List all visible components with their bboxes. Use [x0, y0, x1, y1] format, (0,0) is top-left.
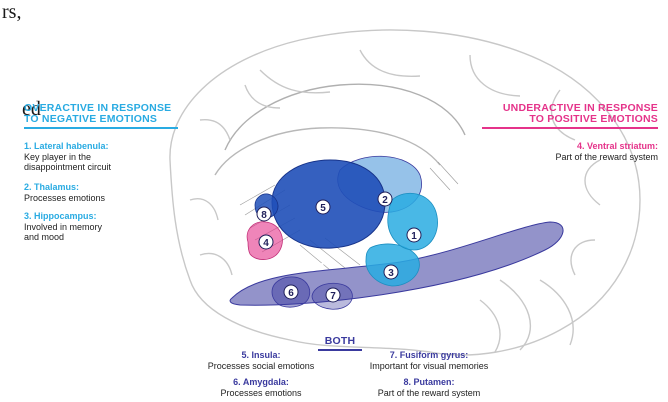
badge-4: 4	[259, 235, 273, 249]
region-label-insula: 5. Insula: Processes social emotions	[186, 350, 336, 371]
region-label-ventral-striatum: 4. Ventral striatum: Part of the reward …	[500, 141, 658, 162]
region-name: 7. Fusiform gyrus:	[348, 350, 510, 361]
region-label-amygdala: 6. Amygdala: Processes emotions	[186, 377, 336, 398]
svg-text:4: 4	[263, 238, 269, 249]
region-label-lateral-habenula: 1. Lateral habenula: Key player in the d…	[24, 141, 111, 173]
badge-3: 3	[384, 265, 398, 279]
region-desc-line-1: Processes emotions	[186, 388, 336, 399]
svg-text:8: 8	[261, 210, 267, 221]
heading-both-text: BOTH	[318, 336, 362, 347]
svg-text:3: 3	[388, 268, 394, 279]
svg-text:5: 5	[320, 203, 326, 214]
region-name: 1. Lateral habenula:	[24, 141, 111, 152]
region-desc-line-1: Part of the reward system	[348, 388, 510, 399]
svg-text:6: 6	[288, 288, 294, 299]
region-label-hippocampus: 3. Hippocampus: Involved in memory and m…	[24, 211, 102, 243]
svg-text:1: 1	[411, 231, 417, 242]
badge-6: 6	[284, 285, 298, 299]
region-desc-line-1: Processes emotions	[24, 193, 105, 204]
region-desc-line-1: Important for visual memories	[348, 361, 510, 372]
heading-overactive: OVERACTIVE IN RESPONSE TO NEGATIVE EMOTI…	[24, 103, 178, 129]
region-label-thalamus: 2. Thalamus: Processes emotions	[24, 182, 105, 203]
badge-8: 8	[257, 207, 271, 221]
heading-underactive-line-2: TO POSITIVE EMOTIONS	[482, 114, 658, 125]
region-desc-line-2: disappointment circuit	[24, 162, 111, 173]
badge-7: 7	[326, 288, 340, 302]
region-name: 4. Ventral striatum:	[500, 141, 658, 152]
svg-text:2: 2	[382, 195, 388, 206]
svg-text:7: 7	[330, 291, 336, 302]
region-desc-line-1: Part of the reward system	[500, 152, 658, 163]
region-name: 3. Hippocampus:	[24, 211, 102, 222]
region-name: 8. Putamen:	[348, 377, 510, 388]
region-desc-line-1: Involved in memory	[24, 222, 102, 233]
heading-underactive-underline	[482, 127, 658, 129]
region-name: 5. Insula:	[186, 350, 336, 361]
badge-5: 5	[316, 200, 330, 214]
region-label-putamen: 8. Putamen: Part of the reward system	[348, 377, 510, 398]
heading-both: BOTH	[318, 336, 362, 351]
region-name: 2. Thalamus:	[24, 182, 105, 193]
region-desc-line-1: Key player in the	[24, 152, 111, 163]
heading-overactive-underline	[24, 127, 178, 129]
heading-underactive: UNDERACTIVE IN RESPONSE TO POSITIVE EMOT…	[482, 103, 658, 129]
badge-1: 1	[407, 228, 421, 242]
heading-overactive-line-2: TO NEGATIVE EMOTIONS	[24, 114, 178, 125]
region-label-fusiform-gyrus: 7. Fusiform gyrus: Important for visual …	[348, 350, 510, 371]
region-desc-line-1: Processes social emotions	[186, 361, 336, 372]
region-name: 6. Amygdala:	[186, 377, 336, 388]
badge-2: 2	[378, 192, 392, 206]
region-desc-line-2: and mood	[24, 232, 102, 243]
